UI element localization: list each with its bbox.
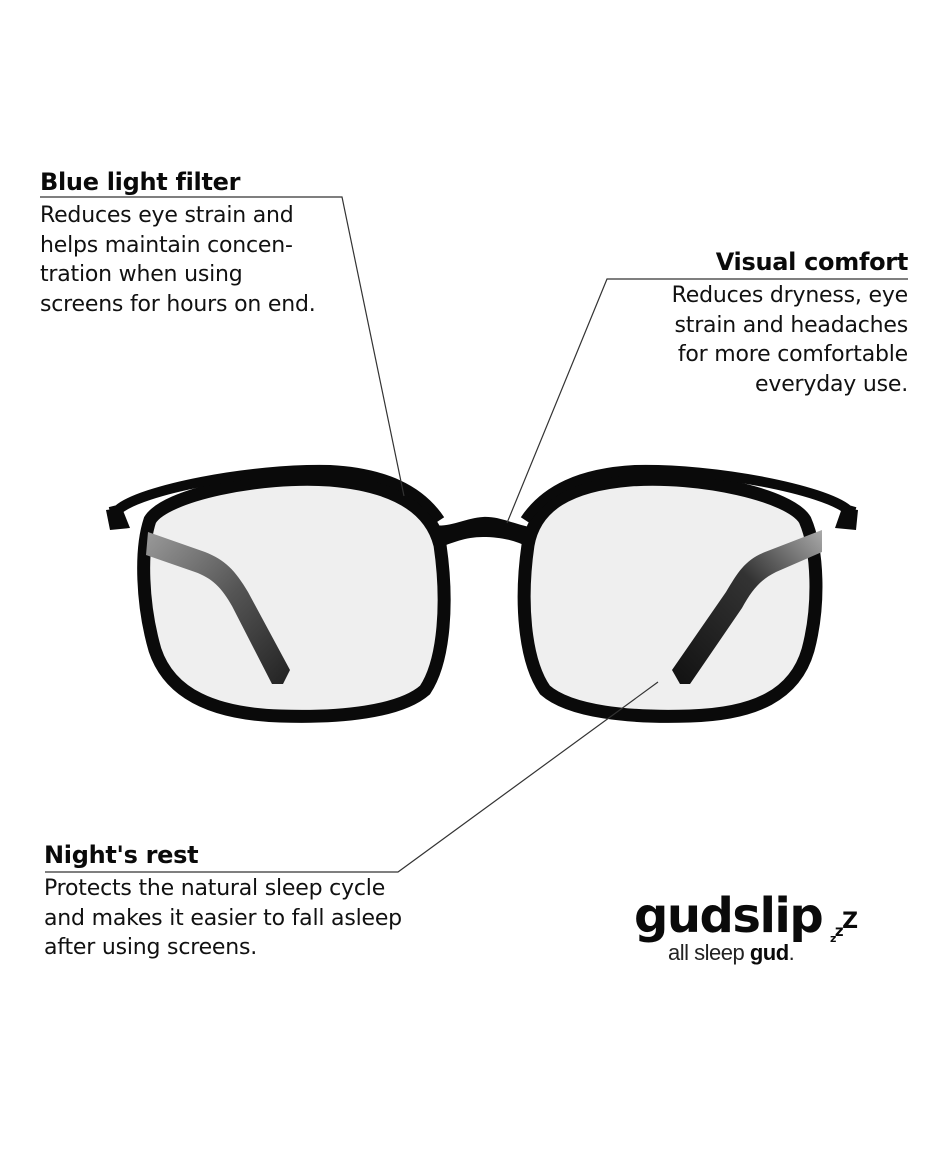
left-temple: [146, 532, 290, 684]
callout-title: Visual comfort: [715, 248, 909, 276]
callout-visual-comfort: Visual comfort Reduces dryness, eye stra…: [560, 248, 909, 399]
right-lens: [517, 472, 823, 723]
callout-body: Protects the natural sleep cycle and mak…: [44, 876, 402, 960]
callout-title: Blue light filter: [40, 168, 241, 196]
right-hinge: [835, 508, 858, 530]
right-temple: [672, 530, 822, 684]
left-frame-brow: [108, 464, 445, 523]
brand-logo: gudslip zzZ all sleep gud.: [634, 888, 874, 966]
leader-line-nights-rest: [45, 681, 659, 873]
brand-tagline: all sleep gud.: [668, 940, 795, 965]
right-frame-brow: [520, 464, 857, 523]
brand-name: gudslip zzZ: [634, 888, 858, 945]
sleep-zzz-icon: zzZ: [830, 909, 858, 945]
left-lens: [137, 472, 451, 723]
callout-title: Night's rest: [44, 841, 199, 869]
callout-nights-rest: Night's rest Protects the natural sleep …: [44, 841, 474, 963]
callout-body: Reduces dryness, eye strain and headache…: [671, 283, 909, 397]
callout-body: Reduces eye strain and helps maintain co…: [40, 203, 316, 317]
leader-line-visual-comfort: [506, 278, 908, 524]
left-hinge: [106, 508, 130, 530]
nose-bridge: [432, 516, 535, 548]
leader-line-blue-light: [40, 196, 405, 497]
brand-wordmark: gudslip: [634, 888, 824, 944]
callout-blue-light-filter: Blue light filter Reduces eye strain and…: [40, 168, 370, 319]
